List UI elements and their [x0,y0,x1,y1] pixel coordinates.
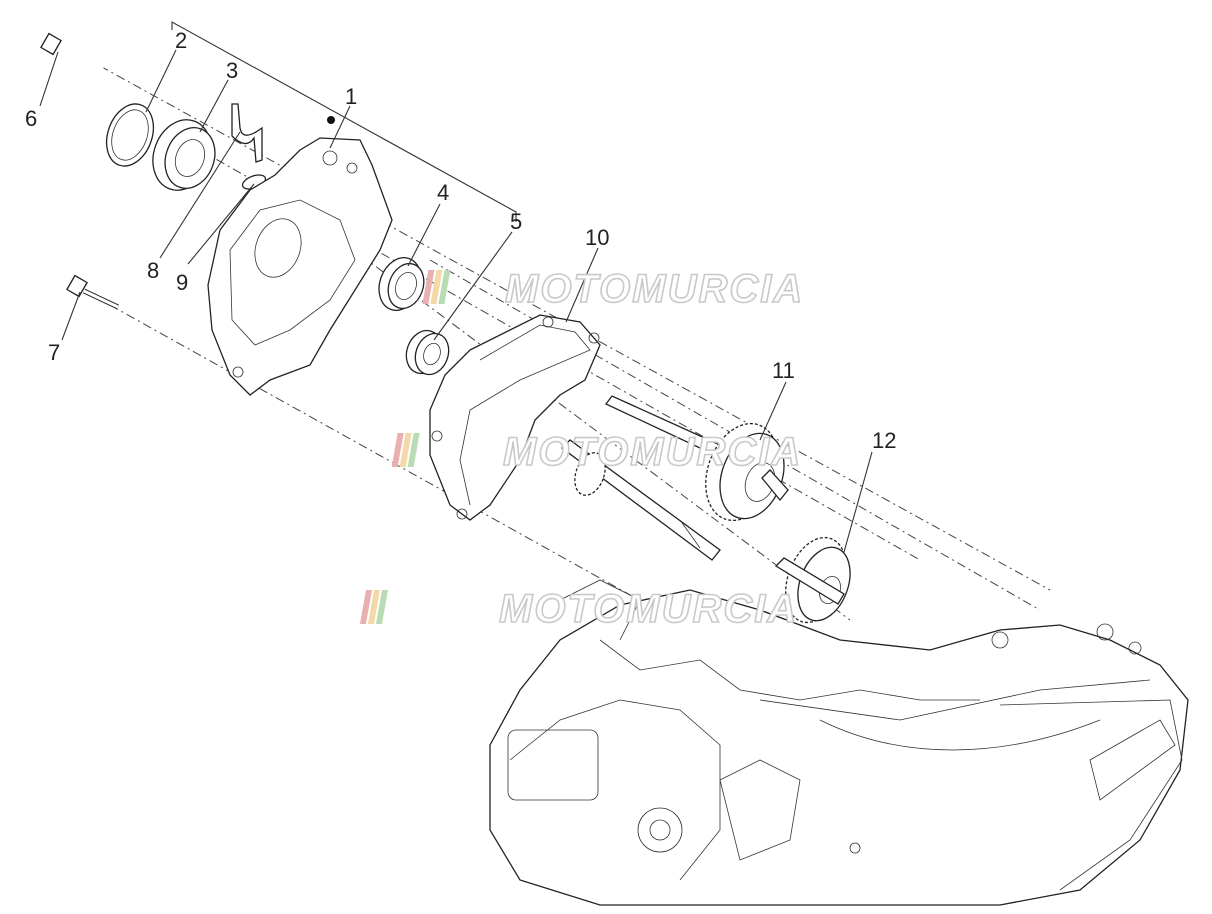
intermediate-gear-shaft-part [605,395,789,522]
svg-text:MOTOMURCIA: MOTOMURCIA [505,267,804,311]
callout-6: 6 [25,106,37,131]
callout-8: 8 [147,258,159,283]
watermark-bottom: MOTOMURCIA [359,586,798,632]
callout-labels: 1 2 3 4 5 6 7 8 9 10 11 12 [25,28,896,453]
breather-pipe-part [231,103,263,163]
oil-seal-part [378,257,425,311]
callout-12: 12 [872,428,896,453]
callout-1: 1 [345,84,357,109]
callout-7: 7 [48,340,60,365]
circlip-part [105,103,155,167]
drive-gear-part [774,536,851,624]
bearing-large-part [152,119,216,191]
bearing-small-part [405,329,450,376]
callout-10: 10 [585,225,609,250]
engine-assembly [489,579,1189,906]
bolt-lower-part [66,274,120,310]
callout-9: 9 [176,270,188,295]
watermark-top: MOTOMURCIA [422,266,804,312]
gasket-part [429,314,601,521]
callout-3: 3 [226,58,238,83]
bolt-upper-part [40,32,105,69]
drive-shaft-part [561,439,721,561]
leader-lines [39,49,873,553]
callout-5: 5 [510,209,522,234]
callout-2: 2 [175,28,187,53]
callout-11: 11 [772,358,795,383]
svg-text:MOTOMURCIA: MOTOMURCIA [499,587,798,631]
callout-4: 4 [437,180,449,205]
group-bracket [171,21,517,222]
crankcase-cover-part [207,116,393,396]
watermark-middle: MOTOMURCIA [391,429,802,475]
svg-text:MOTOMURCIA: MOTOMURCIA [503,430,802,474]
